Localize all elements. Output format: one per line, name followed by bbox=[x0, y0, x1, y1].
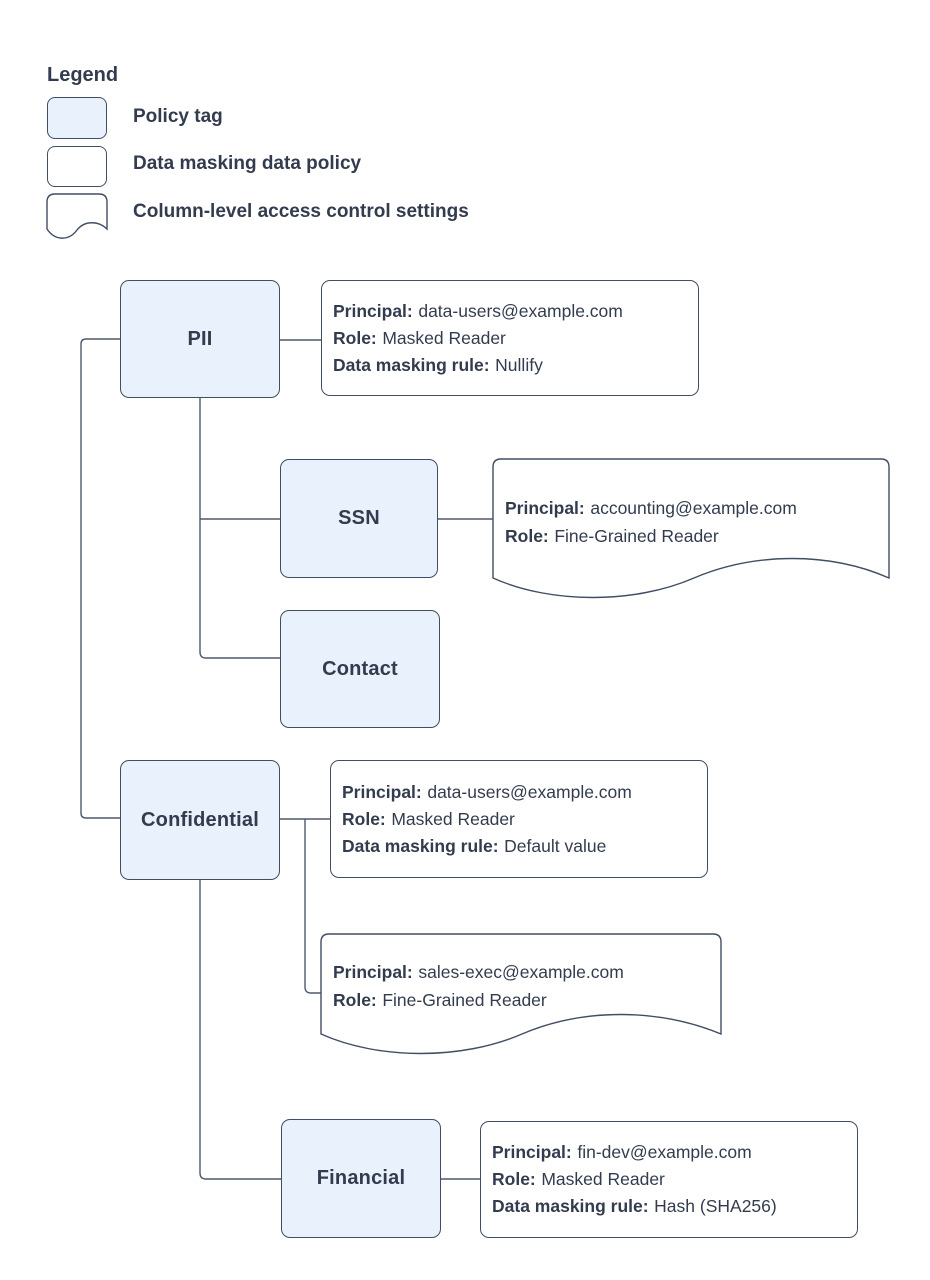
rail-pii-to-confidential bbox=[80, 338, 120, 819]
legend-item-data-policy: Data masking data policy bbox=[133, 153, 362, 174]
policy-tag-contact-label: Contact bbox=[322, 657, 398, 680]
policy-line: Data masking rule:Nullify bbox=[333, 354, 543, 375]
confidential-access-doc-shape bbox=[320, 933, 722, 1055]
confidential-masking-policy-box: Principal:data-users@example.com Role:Ma… bbox=[330, 760, 708, 878]
ssn-access-doc-text: Principal:accounting@example.com Role:Fi… bbox=[505, 494, 797, 550]
policy-line: Data masking rule:Default value bbox=[342, 835, 607, 856]
policy-line: Principal:fin-dev@example.com bbox=[492, 1142, 752, 1162]
policy-tag-confidential-label: Confidential bbox=[141, 808, 259, 831]
financial-masking-policy-box: Principal:fin-dev@example.com Role:Maske… bbox=[480, 1121, 858, 1238]
policy-line: Principal:sales-exec@example.com bbox=[333, 962, 624, 982]
policy-tag-pii-label: PII bbox=[187, 327, 213, 350]
legend-item-access-control: Column-level access control settings bbox=[133, 201, 469, 222]
policy-tag-ssn: SSN bbox=[280, 459, 438, 578]
policy-line: Role:Masked Reader bbox=[333, 327, 506, 348]
policy-line: Principal:accounting@example.com bbox=[505, 498, 797, 518]
policy-line: Principal:data-users@example.com bbox=[333, 300, 623, 321]
policy-line: Role:Fine-Grained Reader bbox=[505, 526, 719, 546]
policy-tag-pii: PII bbox=[120, 280, 280, 398]
legend-policy-tag-swatch bbox=[47, 97, 107, 139]
policy-line: Principal:data-users@example.com bbox=[342, 781, 632, 802]
legend-title: Legend bbox=[47, 64, 119, 86]
trunk-confidential-to-financial bbox=[199, 880, 281, 1180]
branch-confidential-to-access-doc bbox=[304, 819, 321, 994]
confidential-access-doc-text: Principal:sales-exec@example.com Role:Fi… bbox=[333, 958, 624, 1014]
policy-line: Role:Masked Reader bbox=[492, 1169, 665, 1189]
legend-data-policy-swatch bbox=[47, 146, 107, 187]
policy-tag-financial: Financial bbox=[281, 1119, 441, 1238]
legend-item-policy-tag: Policy tag bbox=[133, 106, 223, 127]
legend-access-control-doc-swatch bbox=[46, 193, 108, 239]
policy-line: Data masking rule:Hash (SHA256) bbox=[492, 1196, 777, 1216]
policy-tag-ssn-label: SSN bbox=[338, 507, 380, 529]
pii-masking-policy-box: Principal:data-users@example.com Role:Ma… bbox=[321, 280, 699, 396]
policy-line: Role:Masked Reader bbox=[342, 808, 515, 829]
ssn-access-doc-shape bbox=[492, 458, 890, 599]
policy-tag-financial-label: Financial bbox=[316, 1167, 406, 1189]
policy-tag-contact: Contact bbox=[280, 610, 440, 728]
trunk-pii-children bbox=[199, 398, 280, 659]
policy-tag-confidential: Confidential bbox=[120, 760, 280, 880]
policy-line: Role:Fine-Grained Reader bbox=[333, 990, 547, 1010]
